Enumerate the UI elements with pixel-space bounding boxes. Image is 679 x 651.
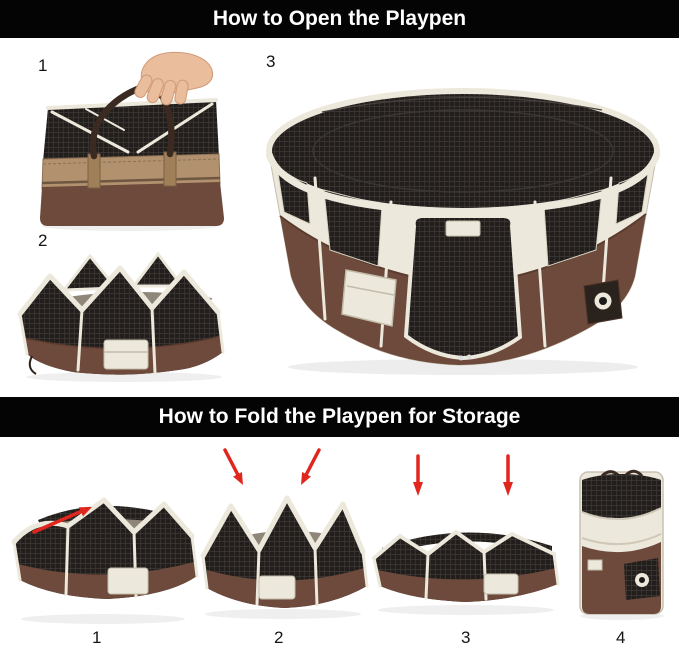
back-panel bbox=[60, 253, 120, 292]
back-wall bbox=[38, 505, 174, 532]
unfolding-playpen-photo bbox=[17, 251, 225, 382]
top-rim bbox=[265, 152, 661, 216]
front-pocket bbox=[103, 339, 149, 370]
hand-image bbox=[134, 51, 214, 106]
fold-direction-arrow-icon bbox=[413, 454, 423, 496]
fold-direction-arrow-icon bbox=[223, 448, 243, 485]
carry-strap bbox=[600, 470, 619, 478]
fold-section-banner: How to Fold the Playpen for Storage bbox=[0, 397, 679, 437]
mesh-window bbox=[543, 189, 603, 267]
front-pocket bbox=[258, 575, 296, 600]
carry-strap bbox=[624, 469, 644, 478]
zip-door bbox=[403, 214, 523, 361]
fold-step-3-number: 3 bbox=[461, 628, 471, 647]
back-panel bbox=[131, 251, 185, 288]
bag-top-mesh bbox=[43, 100, 219, 161]
fold-section-title: How to Fold the Playpen for Storage bbox=[158, 405, 521, 428]
side-pocket bbox=[341, 269, 397, 327]
logo-tag bbox=[587, 559, 603, 571]
open-step-2-number: 2 bbox=[38, 231, 48, 250]
mesh-window bbox=[323, 189, 383, 267]
open-playpen-photo bbox=[265, 88, 661, 375]
zipper-pull bbox=[466, 354, 472, 360]
mesh-top-fold bbox=[582, 474, 661, 519]
fold-step-1-number: 1 bbox=[92, 628, 102, 647]
carry-bag-photo bbox=[40, 51, 224, 231]
front-pocket bbox=[483, 573, 519, 595]
bag-bottom-panel bbox=[40, 182, 224, 226]
fold-step-2-number: 2 bbox=[274, 628, 284, 647]
fold-step-1-photo bbox=[11, 497, 199, 624]
open-section-banner: How to Open the Playpen bbox=[0, 0, 679, 38]
fold-step-4-number: 4 bbox=[616, 628, 626, 647]
fold-direction-arrow-icon bbox=[503, 454, 513, 496]
fold-step-2-photo bbox=[200, 448, 369, 619]
fold-direction-arrow-icon bbox=[32, 507, 92, 534]
fold-step-3-photo bbox=[372, 454, 560, 615]
open-step-1-number: 1 bbox=[38, 56, 48, 75]
front-pocket bbox=[107, 567, 149, 595]
fold-direction-arrow-icon bbox=[301, 448, 321, 485]
open-section-title: How to Open the Playpen bbox=[212, 7, 467, 30]
open-step-3-number: 3 bbox=[266, 52, 276, 71]
logo-tag bbox=[445, 220, 481, 237]
fold-step-4-photo bbox=[579, 469, 664, 620]
zipper-pull bbox=[458, 355, 464, 361]
